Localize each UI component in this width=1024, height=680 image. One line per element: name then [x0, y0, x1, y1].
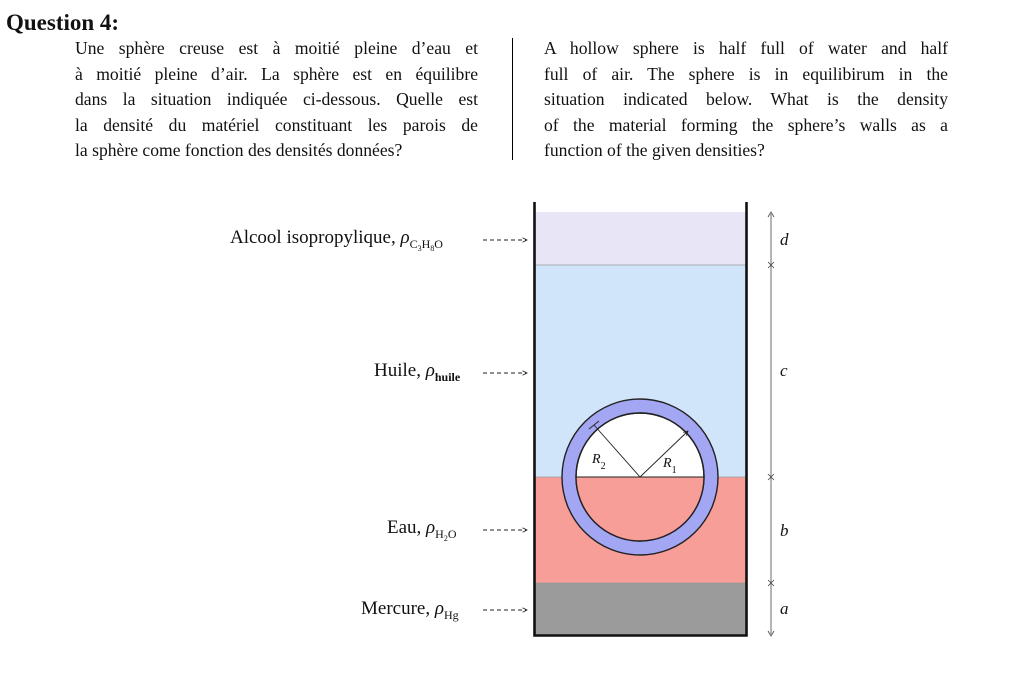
question-text-english: A hollow sphere is half full of water an…: [544, 36, 948, 164]
french-line: dans la situation indiquée ci-dessous. Q…: [75, 89, 478, 110]
radius-r2-arrow: [593, 424, 641, 478]
column-divider: [512, 38, 513, 160]
english-line: of the material forming the sphere’s wal…: [544, 114, 948, 135]
english-line: situation indicated below. What is the d…: [544, 89, 948, 110]
english-line: full of air. The sphere is in equilibiru…: [544, 63, 948, 84]
french-line: la sphère come fonction des densités don…: [75, 140, 403, 161]
french-line: Une sphère creuse est à moitié pleine d’…: [75, 38, 478, 58]
dimension-arrow-top: [767, 211, 775, 218]
dimension-tick: [767, 473, 775, 481]
dimension-label-b: b: [780, 521, 789, 540]
dimension-label-d: d: [780, 230, 789, 249]
question-heading: Question 4:: [6, 10, 120, 35]
label-alcohol: Alcool isopropylique, ρC3H8O: [230, 227, 443, 253]
french-line: la densité du matériel constituant les p…: [75, 114, 478, 135]
english-line: function of the given densities?: [544, 140, 765, 161]
layer-alcohol: [535, 212, 746, 265]
question-text-french: Une sphère creuse est à moitié pleine d’…: [75, 36, 478, 164]
label-water: Eau, ρH2O: [387, 517, 457, 543]
dimension-label-a: a: [780, 599, 789, 618]
dimension-arrow-bottom: [767, 630, 775, 637]
dimension-label-c: c: [780, 361, 788, 380]
french-line: à moitié pleine d’air. La sphère est en …: [75, 63, 478, 84]
layer-mercury: [535, 583, 746, 635]
dimension-tick: [767, 261, 775, 269]
label-mercury: Mercure, ρHg: [361, 598, 459, 622]
label-oil: Huile, ρhuile: [374, 360, 461, 384]
radius-r1-arrow: [639, 431, 688, 478]
radius-r2-tick: [588, 420, 600, 430]
dimension-tick: [767, 579, 775, 587]
radius-r2-label: R2: [591, 452, 606, 472]
english-line: A hollow sphere is half full of water an…: [544, 38, 948, 58]
container-walls: [533, 202, 748, 637]
radius-r1-label: R1: [662, 456, 677, 476]
